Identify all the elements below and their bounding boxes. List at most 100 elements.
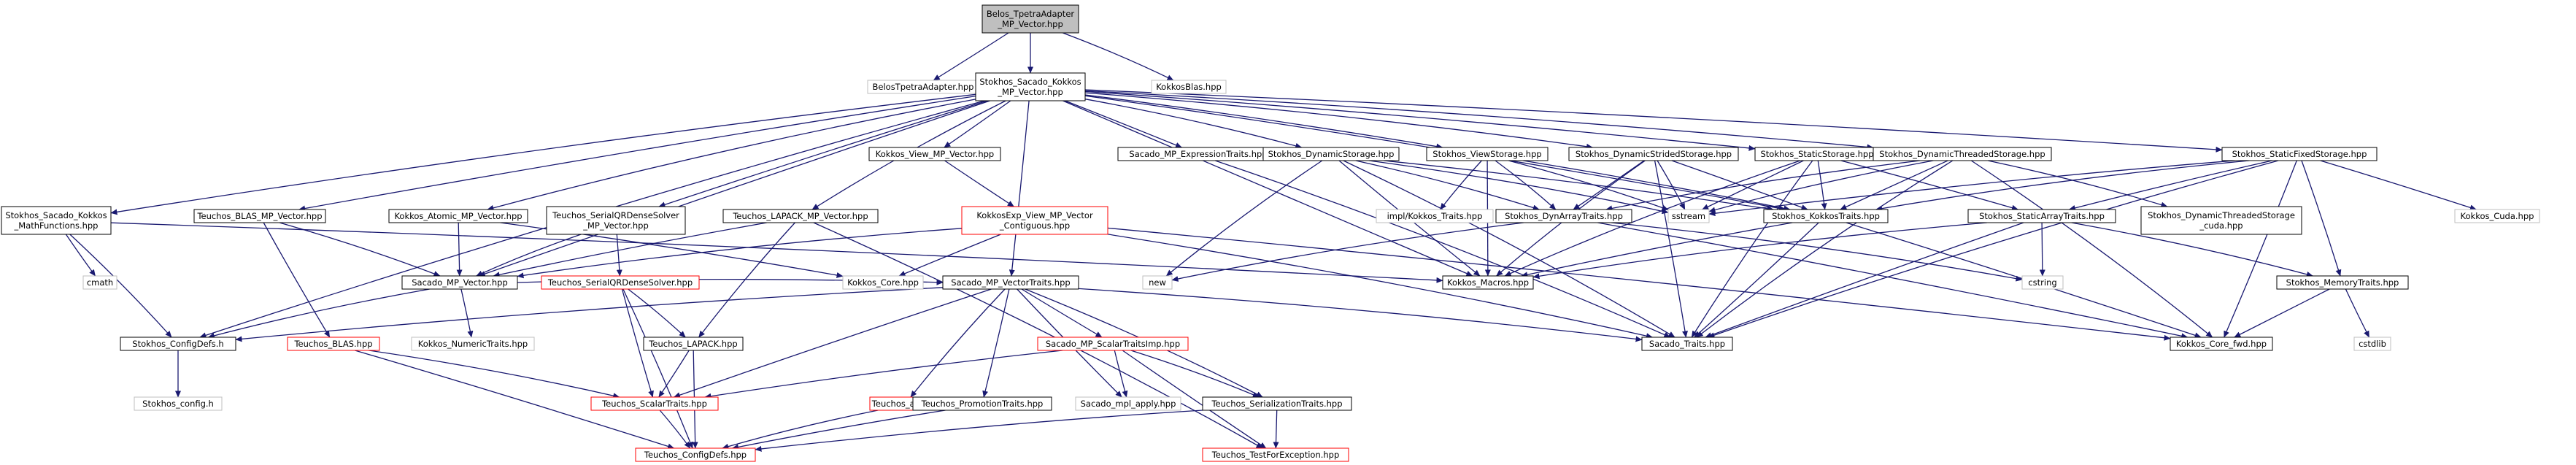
node-teu_blas_mpv[interactable]: Teuchos_BLAS_MP_Vector.hpp — [193, 209, 326, 223]
node-sacado_mpl_apply: Sacado_mpl_apply.hpp — [1075, 396, 1181, 411]
node-label: Stokhos_DynamicThreadedStorage — [2148, 210, 2295, 220]
edge-stk_sacado_kokkos-to-sacado_exprtraits — [1065, 100, 1182, 148]
edge-kokkosexp_view-to-sacado_traits — [1107, 234, 1653, 339]
node-label: Teuchos_SerializationTraits.hpp — [1211, 399, 1342, 409]
node-label: Kokkos_Core_fwd.hpp — [2176, 339, 2267, 349]
edge-teu_serialqr-to-teu_configdefs — [622, 288, 693, 449]
node-stk_staticarraytraits[interactable]: Stokhos_StaticArrayTraits.hpp — [1967, 209, 2116, 223]
node-stk_configdefs[interactable]: Stokhos_ConfigDefs.h — [120, 337, 236, 351]
node-box — [1202, 396, 1352, 411]
edge-teu_serialqr_mpv-to-sacado_mpv — [476, 234, 582, 277]
edge-root-to-kokkos_blas — [1063, 32, 1174, 81]
node-belos_tpetra: BelosTpetraAdapter.hpp — [867, 80, 979, 94]
node-teu_lapack[interactable]: Teuchos_LAPACK.hpp — [643, 337, 744, 351]
node-box — [1873, 147, 2052, 161]
node-teu_serialization[interactable]: Teuchos_SerializationTraits.hpp — [1202, 396, 1352, 411]
node-stk_viewstorage[interactable]: Stokhos_ViewStorage.hpp — [1426, 147, 1549, 161]
node-kokkos_view_mpv[interactable]: Kokkos_View_MP_Vector.hpp — [868, 147, 1001, 161]
node-sacado_scalartraitsimp[interactable]: Sacado_MP_ScalarTraitsImp.hpp — [1037, 337, 1189, 351]
node-stk_dynarraytraits[interactable]: Stokhos_DynArrayTraits.hpp — [1495, 209, 1632, 223]
node-teu_promotion[interactable]: Teuchos_PromotionTraits.hpp — [912, 396, 1052, 411]
edge-kokkos_atomic-to-kokkos_core — [500, 222, 844, 278]
node-root[interactable]: Belos_TpetraAdapter_MP_Vector.hpp — [982, 4, 1079, 34]
node-box — [1442, 275, 1534, 290]
node-stk_dynstrided[interactable]: Stokhos_DynamicStridedStorage.hpp — [1568, 147, 1739, 161]
node-label: Stokhos_ViewStorage.hpp — [1432, 149, 1541, 159]
edge-teu_blas_mpv-to-teu_blas — [263, 222, 331, 338]
node-box — [1763, 209, 1889, 223]
node-sacado_mpvtraits[interactable]: Sacado_MP_VectorTraits.hpp — [942, 275, 1079, 290]
node-label: Stokhos_DynArrayTraits.hpp — [1505, 211, 1623, 221]
node-box — [982, 4, 1079, 34]
node-label: Teuchos_SerialQRDenseSolver — [552, 210, 679, 220]
node-label: Sacado_MP_VectorTraits.hpp — [951, 277, 1070, 288]
edge-sacado_scalartraitsimp-to-teu_serialization — [1130, 350, 1260, 398]
node-stk_dynstorage[interactable]: Stokhos_DynamicStorage.hpp — [1262, 147, 1400, 161]
edge-stk_sacado_kokkos-to-sacado_mpv — [478, 100, 990, 277]
edge-stk_staticstorage-to-sacado_traits — [1691, 160, 1813, 338]
node-teu_configdefs[interactable]: Teuchos_ConfigDefs.hpp — [635, 447, 756, 462]
node-label: Kokkos_NumericTraits.hpp — [418, 339, 528, 349]
node-sacado_exprtraits[interactable]: Sacado_MP_ExpressionTraits.hpp — [1117, 147, 1279, 161]
node-label: Stokhos_StaticFixedStorage.hpp — [2232, 149, 2367, 159]
node-box — [120, 337, 236, 351]
edge-stk_dynthreaded-to-sacado_traits — [1696, 160, 1954, 338]
node-box — [411, 337, 535, 351]
node-stk_staticstorage[interactable]: Stokhos_StaticStorage.hpp — [1754, 147, 1880, 161]
edge-stk_dynthreaded-to-sstream — [1708, 160, 1934, 213]
node-label: Stokhos_config.h — [142, 399, 214, 409]
node-stk_math[interactable]: Stokhos_Sacado_Kokkos_MathFunctions.hpp — [1, 206, 112, 235]
node-stk_sacado_kokkos[interactable]: Stokhos_Sacado_Kokkos_MP_Vector.hpp — [975, 72, 1086, 101]
node-label: Sacado_Traits.hpp — [1649, 339, 1725, 349]
edge-sacado_mpvtraits-to-teu_as — [910, 288, 1006, 398]
edge-teu_serialqr_mpv-to-teu_serialqr — [616, 234, 622, 277]
edge-stk_staticfixed-to-kokkos_core_fwd — [2224, 160, 2297, 338]
node-stk_memtraits[interactable]: Stokhos_MemoryTraits.hpp — [2276, 275, 2409, 290]
edge-kokkos_atomic-to-sacado_mpv — [456, 222, 463, 277]
node-sacado_mpv[interactable]: Sacado_MP_Vector.hpp — [401, 275, 518, 290]
edge-stk_sacado_kokkos-to-teu_blas_mpv — [298, 95, 976, 212]
edge-stk_staticfixed-to-sstream — [1708, 160, 2235, 217]
node-label: cstring — [2028, 277, 2056, 288]
edge-sacado_scalartraitsimp-to-teu_scalartraits — [704, 350, 1063, 399]
node-teu_testforexc[interactable]: Teuchos_TestForException.hpp — [1202, 447, 1349, 462]
edge-stk_dynarraytraits-to-new — [1171, 222, 1524, 282]
edge-stk_viewstorage-to-impl_kokkos_traits — [1440, 160, 1482, 210]
node-label: sstream — [1672, 211, 1705, 221]
edge-stk_sacado_kokkos-to-stk_dynstrided — [1084, 92, 1593, 150]
node-kokkosexp_view[interactable]: KokkosExp_View_MP_Vector_Contiguous.hpp — [961, 206, 1108, 235]
node-kokkos_core_fwd[interactable]: Kokkos_Core_fwd.hpp — [2170, 337, 2273, 351]
node-teu_blas[interactable]: Teuchos_BLAS.hpp — [287, 337, 380, 351]
node-box — [546, 206, 686, 235]
node-stk_dynthreaded[interactable]: Stokhos_DynamicThreadedStorage.hpp — [1873, 147, 2052, 161]
edge-sacado_mpvtraits-to-teu_scalartraits — [674, 288, 992, 398]
node-teu_lapack_mpv[interactable]: Teuchos_LAPACK_MP_Vector.hpp — [722, 209, 879, 223]
node-box — [868, 147, 1001, 161]
node-kokkos_macros[interactable]: Kokkos_Macros.hpp — [1442, 275, 1534, 290]
edge-stk_dynarraytraits-to-cstring — [1611, 222, 2023, 282]
edge-teu_lapack_mpv-to-sacado_mpv — [493, 222, 767, 278]
node-kokkos_atomic[interactable]: Kokkos_Atomic_MP_Vector.hpp — [388, 209, 528, 223]
node-box — [722, 209, 879, 223]
node-sacado_traits[interactable]: Sacado_Traits.hpp — [1641, 337, 1733, 351]
node-teu_serialqr_mpv[interactable]: Teuchos_SerialQRDenseSolver_MP_Vector.hp… — [546, 206, 686, 235]
node-teu_serialqr[interactable]: Teuchos_SerialQRDenseSolver.hpp — [541, 275, 700, 290]
edge-sacado_mpv-to-kokkos_numerictraits — [460, 288, 474, 338]
node-stk_staticfixed[interactable]: Stokhos_StaticFixedStorage.hpp — [2221, 147, 2378, 161]
edge-stk_memtraits-to-kokkos_core_fwd — [2234, 288, 2330, 338]
edge-stk_staticfixed-to-sacado_traits — [1708, 160, 2279, 338]
node-stk_dynthreaded_cuda[interactable]: Stokhos_DynamicThreadedStorage_cuda.hpp — [2140, 206, 2302, 235]
edge-stk_sacado_kokkos-to-sacado_mpvtraits — [1009, 100, 1030, 277]
edge-stk_dynthreaded-to-kokkos_core_fwd — [1970, 160, 2213, 338]
edge-stk_staticfixed-to-kokkos_cuda — [2320, 160, 2477, 211]
edge-teu_lapack-to-teu_scalartraits — [658, 350, 690, 398]
node-label: Stokhos_DynamicThreadedStorage.hpp — [1879, 149, 2045, 159]
node-teu_scalartraits[interactable]: Teuchos_ScalarTraits.hpp — [590, 396, 719, 411]
node-box — [1, 206, 112, 235]
edge-stk_kokkostraits-to-kokkos_core_fwd — [1846, 222, 2202, 339]
edge-kokkosexp_view-to-sacado_mpv — [517, 228, 963, 279]
edge-root-to-belos_tpetra — [933, 32, 1009, 81]
node-layer: Belos_TpetraAdapter_MP_Vector.hppBelosTp… — [1, 4, 2540, 462]
node-box — [1967, 209, 2116, 223]
node-stk_kokkostraits[interactable]: Stokhos_KokkosTraits.hpp — [1763, 209, 1889, 223]
